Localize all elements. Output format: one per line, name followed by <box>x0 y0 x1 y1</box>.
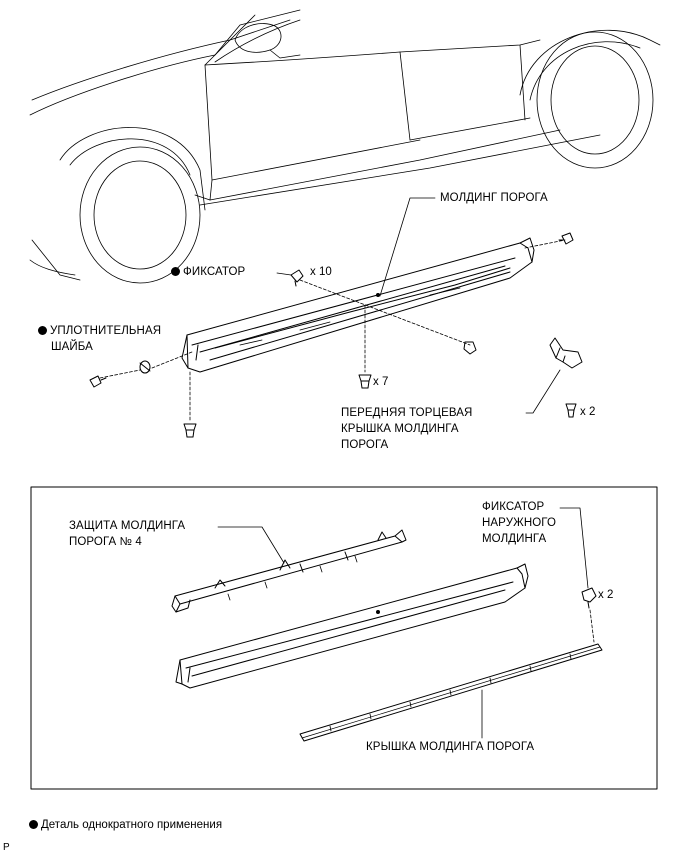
label-seal-washer-line2: ШАЙБА <box>51 341 93 353</box>
label-clip: ФИКСАТОР <box>171 265 245 279</box>
sill-molding-cover-part <box>299 643 603 742</box>
rear-screw <box>558 232 574 245</box>
label-sill-molding: МОЛДИНГ ПОРОГА <box>440 192 548 204</box>
clip-installed <box>463 341 477 355</box>
page-code: P <box>3 842 10 853</box>
filled-circle-bullet-icon <box>29 820 38 829</box>
inset-frame <box>30 486 658 790</box>
label-front-end-cover-line3: ПОРОГА <box>341 439 389 451</box>
legend-text: Деталь однократного применения <box>41 819 223 831</box>
filled-circle-bullet-icon <box>38 326 47 335</box>
clip-part <box>290 269 304 287</box>
front-end-cover-part <box>549 337 583 369</box>
qty-screws-bottom: x 7 <box>373 376 389 388</box>
rocker-panel-molding <box>181 237 535 373</box>
leader-lines-upper <box>276 197 561 414</box>
label-front-end-cover-line1: ПЕРЕДНЯЯ ТОРЦЕВАЯ <box>341 407 473 419</box>
filled-circle-bullet-icon <box>171 267 180 276</box>
car-body-outline <box>29 9 661 284</box>
label-seal-washer-line1: УПЛОТНИТЕЛЬНАЯ <box>50 325 162 337</box>
label-outer-clip-line2: НАРУЖНОГО <box>482 517 556 529</box>
label-seal-washer: УПЛОТНИТЕЛЬНАЯ <box>38 324 161 338</box>
label-outer-clip-line3: МОЛДИНГА <box>482 533 547 545</box>
assembly-dashed-lines <box>99 239 566 421</box>
end-cover-screw <box>565 403 577 418</box>
molding-protector-part <box>171 529 407 613</box>
label-protector-line2: ПОРОГА № 4 <box>69 536 142 548</box>
bottom-screw <box>358 374 372 389</box>
outer-clip-dashed-line <box>589 609 595 643</box>
legend-one-time-use: Деталь однократного применения <box>29 818 222 832</box>
label-clip-text: ФИКСАТОР <box>183 266 246 278</box>
label-protector-line1: ЗАЩИТА МОЛДИНГА <box>69 520 186 532</box>
label-outer-clip-line1: ФИКСАТОР <box>482 501 545 513</box>
qty-clip: x 10 <box>310 266 332 278</box>
qty-end-cover-screws: x 2 <box>580 406 596 418</box>
front-screw <box>89 375 107 388</box>
outer-molding-clip-part <box>581 587 597 609</box>
label-front-end-cover-line2: КРЫШКА МОЛДИНГА <box>341 423 459 435</box>
qty-outer-clips: x 2 <box>598 589 614 601</box>
inset-sill-molding <box>175 563 529 689</box>
leader-lines-inset <box>217 507 589 739</box>
label-sill-cover: КРЫШКА МОЛДИНГА ПОРОГА <box>366 741 535 753</box>
seal-washer-part <box>139 360 151 374</box>
front-bottom-screw <box>183 423 197 438</box>
